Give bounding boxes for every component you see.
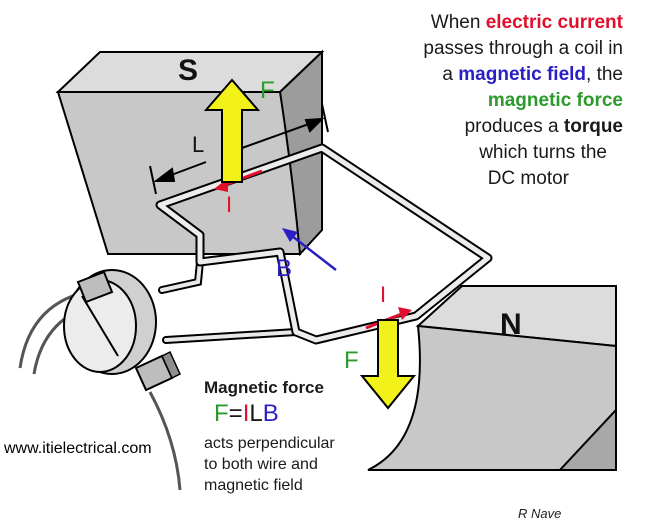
magnetic-force-term: magnetic force (487, 90, 623, 111)
formula-f: F (214, 400, 229, 427)
description-text: When (430, 12, 486, 33)
description-text: a (442, 64, 459, 85)
magnetic-field-term: magnetic field (458, 64, 587, 85)
description-line-3: a magnetic field, the (442, 62, 623, 88)
commutator (18, 269, 182, 491)
torque-term: torque (563, 116, 623, 137)
description-text: produces a (464, 116, 564, 137)
force-label-top: F (260, 77, 275, 104)
current-label-top: I (226, 192, 232, 217)
force-formula: F=ILB (214, 400, 279, 428)
credit-text: R Nave (518, 506, 562, 521)
formula-line-2: to both wire and (204, 456, 318, 473)
description-text: , the (586, 64, 623, 85)
current-label-bottom: I (380, 282, 386, 307)
formula-heading: Magnetic force (204, 378, 324, 397)
length-label: L (192, 132, 204, 157)
field-arrow (282, 228, 337, 271)
formula-equals: = (228, 400, 243, 427)
watermark-text: www.itielectrical.com (4, 440, 152, 457)
formula-b: B (262, 400, 279, 427)
force-label-bottom: F (344, 347, 359, 374)
north-magnet (367, 285, 617, 471)
force-arrow-bottom (359, 319, 417, 410)
force-arrow-top (203, 78, 261, 183)
length-dimension (149, 103, 329, 195)
description-line-7: DC motor (487, 168, 569, 189)
commutator-leads (158, 258, 300, 344)
pole-s-label: S (178, 54, 198, 87)
formula-line-1: acts perpendicular (204, 435, 335, 452)
description-line-2: passes through a coil in (423, 38, 623, 59)
coil-loop (155, 143, 493, 345)
pole-n-label: N (500, 308, 522, 341)
formula-l: L (249, 400, 263, 427)
electric-current-term: electric current (485, 12, 623, 33)
description-line-1: When electric current (431, 10, 623, 36)
formula-line-3: magnetic field (204, 477, 303, 494)
description-line-4: magnetic force (488, 88, 623, 114)
field-label: B (276, 255, 292, 282)
description-line-5: produces a torque (465, 114, 623, 140)
description-line-6: which turns the (479, 142, 607, 163)
formula-i: I (242, 400, 250, 427)
